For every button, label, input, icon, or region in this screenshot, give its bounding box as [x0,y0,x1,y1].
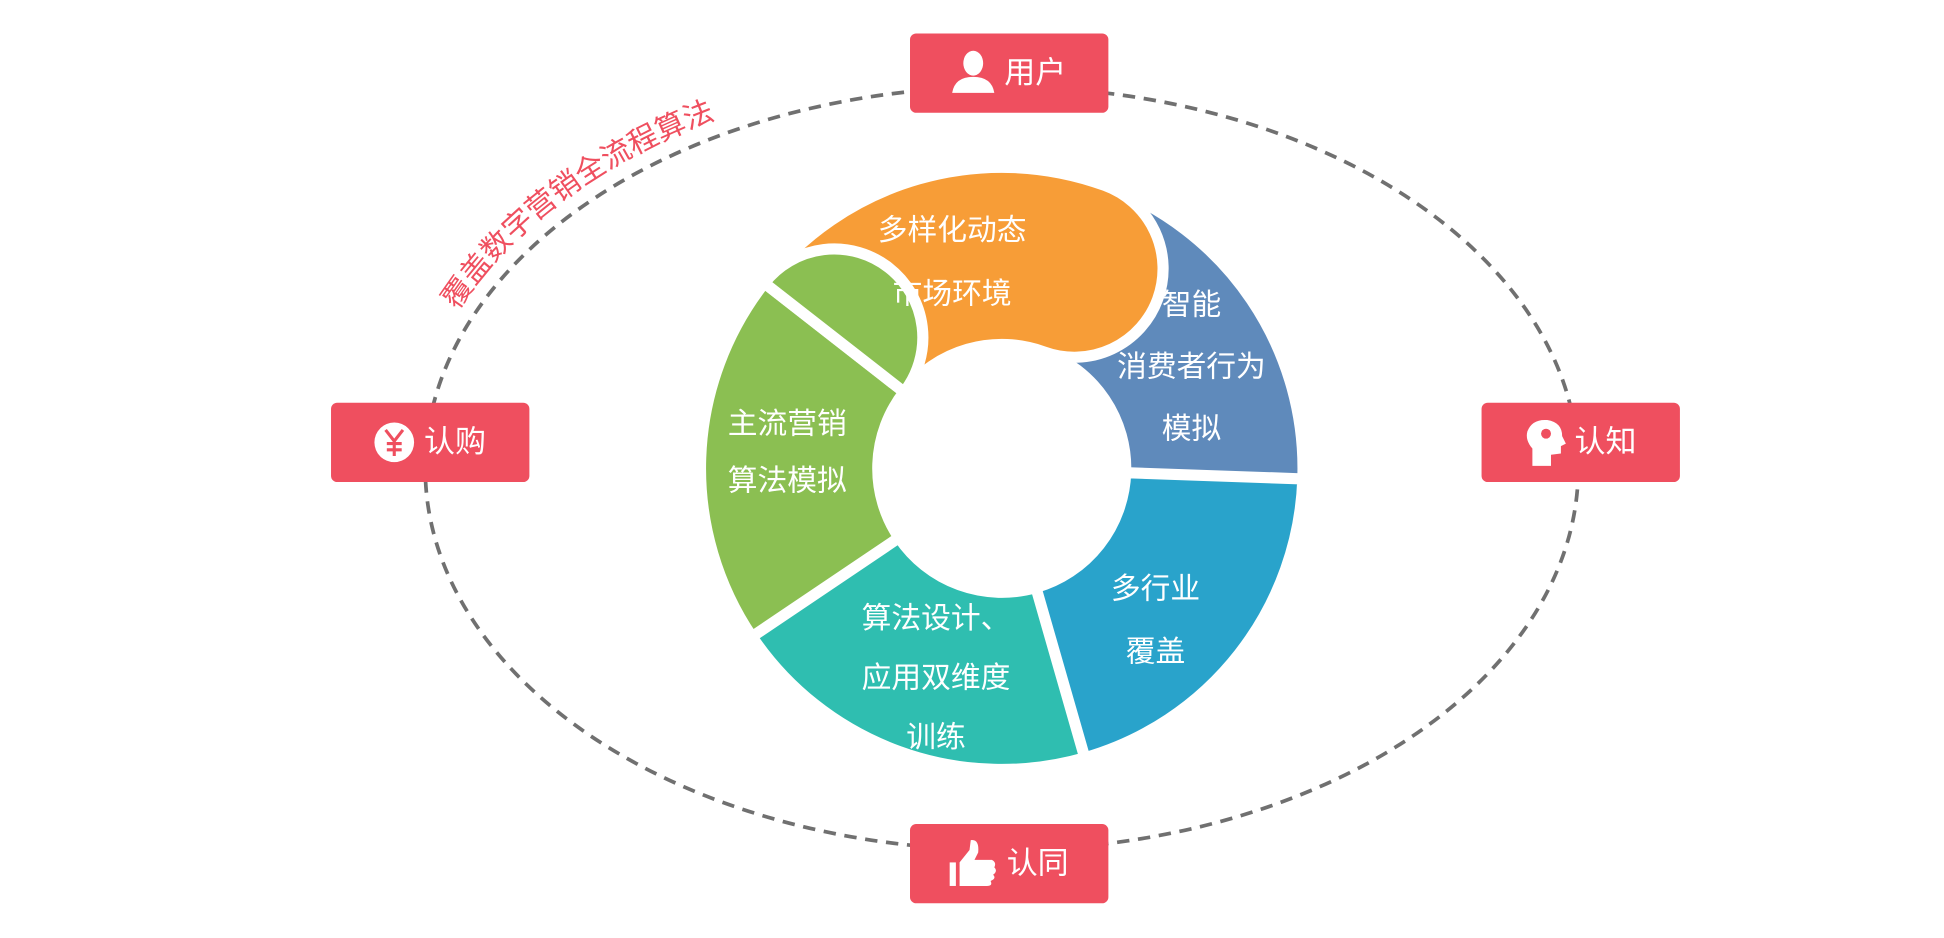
petal-text-line: 覆盖 [1126,635,1185,670]
petal-blue-text: 智能 消费者行为 模拟 [1117,288,1266,447]
petal-text-line: 主流营销 [728,407,847,442]
petal-orange-text: 多样化动态 市场环境 [878,213,1027,311]
petal-text-line: 多样化动态 [878,213,1027,248]
petal-text-line: 算法模拟 [728,464,847,499]
petal-text-line: 消费者行为 [1117,350,1266,385]
petal-text-line: 算法设计、 [862,601,1011,636]
head-icon [1526,419,1566,466]
stage-label: 用户 [1004,55,1066,91]
petal-text-line: 模拟 [1162,411,1221,446]
stage-button-purchase[interactable]: 认购 [331,402,530,483]
petal-text-line: 训练 [906,720,965,755]
arc-title: 覆盖数字营销全流程算法 [435,94,719,315]
petal-cyan-text: 多行业 覆盖 [1111,571,1200,669]
petal-ring [694,161,1309,776]
yen-icon [374,422,415,463]
stage-label: 认购 [424,424,486,460]
petal-text-line: 市场环境 [893,276,1012,311]
petal-text-line: 多行业 [1111,571,1200,606]
stage-label: 认同 [1007,845,1069,881]
petal-text-line: 智能 [1162,288,1221,323]
stage-button-approval[interactable]: 认同 [910,824,1109,904]
stage-label: 认知 [1575,424,1637,460]
user-icon [952,50,995,93]
stage-button-cognition[interactable]: 认知 [1481,402,1680,483]
stage-button-user[interactable]: 用户 [910,33,1109,113]
petal-text-line: 应用双维度 [862,661,1011,696]
thumbs-up-icon [949,840,996,886]
petal-green-cap [756,243,929,400]
petal-teal-text: 算法设计、 应用双维度 训练 [862,601,1011,755]
petal-green-text: 主流营销 算法模拟 [728,407,847,499]
